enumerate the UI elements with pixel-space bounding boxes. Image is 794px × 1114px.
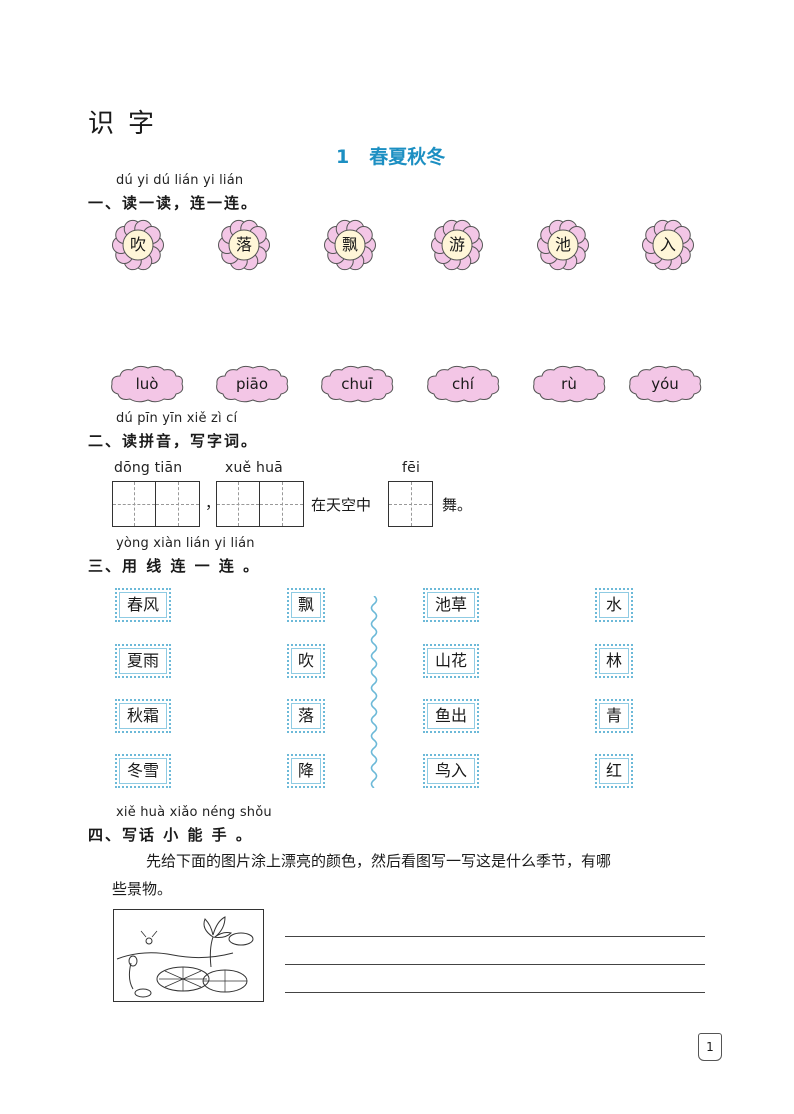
writing-grid-3[interactable]: [388, 481, 433, 527]
match-box-col2[interactable]: 落: [287, 699, 325, 733]
cloud-label: luò: [135, 375, 159, 393]
flower-icon: [324, 219, 376, 271]
match-box-col2[interactable]: 吹: [287, 644, 325, 678]
cloud-icon: [216, 365, 289, 403]
cloud-icon: [629, 365, 702, 403]
cloud-pinyin[interactable]: rù: [530, 364, 608, 404]
lesson-number: 1: [336, 146, 350, 168]
section-heading: 识字: [88, 109, 169, 139]
match-box-col4[interactable]: 红: [595, 754, 633, 788]
grid-cell[interactable]: [113, 482, 156, 526]
writing-grid-2[interactable]: [216, 481, 304, 527]
writing-line-1[interactable]: [285, 936, 705, 937]
writing-grid-1[interactable]: [112, 481, 200, 527]
q2-pinyin: dú pīn yīn xiě zì cí: [116, 411, 238, 426]
q4-title: 四、写话 小 能 手 。: [88, 826, 253, 844]
cloud-icon: [533, 365, 606, 403]
wavy-divider: [370, 596, 378, 788]
flower-icon: [431, 219, 483, 271]
q1-pinyin: dú yi dú lián yi lián: [116, 173, 244, 188]
cloud-pinyin[interactable]: chuī: [318, 364, 396, 404]
flower-label: 飘: [341, 235, 358, 254]
flower-character[interactable]: 飘: [324, 219, 376, 271]
cloud-pinyin[interactable]: luò: [108, 364, 186, 404]
match-box-col2[interactable]: 飘: [287, 588, 325, 622]
writing-line-2[interactable]: [285, 964, 705, 965]
q2-pinyin-3: fēi: [402, 460, 421, 476]
match-box-col1[interactable]: 夏雨: [115, 644, 171, 678]
q4-pinyin: xiě huà xiǎo néng shǒu: [116, 805, 272, 820]
q4-instruction-line-2: 些景物。: [112, 880, 173, 898]
cloud-pinyin[interactable]: yóu: [626, 364, 704, 404]
match-box-col3[interactable]: 鸟入: [423, 754, 479, 788]
flower-label: 落: [235, 235, 252, 254]
match-box-col3[interactable]: 池草: [423, 588, 479, 622]
cloud-icon: [427, 365, 500, 403]
flower-label: 入: [659, 235, 676, 254]
flower-character[interactable]: 落: [218, 219, 270, 271]
flower-icon: [537, 219, 589, 271]
flower-character[interactable]: 游: [431, 219, 483, 271]
cloud-label: rù: [561, 375, 577, 393]
cloud-label: piāo: [235, 375, 269, 393]
cloud-icon: [111, 365, 184, 403]
match-box-col1[interactable]: 春风: [115, 588, 171, 622]
grid-cell[interactable]: [217, 482, 260, 526]
lotus-pond-picture: [113, 909, 264, 1002]
flower-character[interactable]: 池: [537, 219, 589, 271]
q2-end-text: 舞。: [442, 496, 473, 514]
q3-pinyin: yòng xiàn lián yi lián: [116, 536, 255, 551]
match-box-col4[interactable]: 水: [595, 588, 633, 622]
cloud-pinyin[interactable]: piāo: [213, 364, 291, 404]
cloud-icon: [321, 365, 394, 403]
match-box-col1[interactable]: 秋霜: [115, 699, 171, 733]
match-box-col3[interactable]: 鱼出: [423, 699, 479, 733]
cloud-label: yóu: [651, 375, 679, 393]
flower-icon: [218, 219, 270, 271]
page-number: 1: [698, 1033, 722, 1061]
match-box-col2[interactable]: 降: [287, 754, 325, 788]
match-box-col4[interactable]: 青: [595, 699, 633, 733]
q2-title: 二、读拼音，写字词。: [88, 432, 259, 450]
writing-line-3[interactable]: [285, 992, 705, 993]
flower-icon: [642, 219, 694, 271]
q4-instruction-line-1: 先给下面的图片涂上漂亮的颜色，然后看图写一写这是什么季节，有哪: [146, 852, 612, 870]
q1-title: 一、读一读，连一连。: [88, 194, 259, 212]
flower-character[interactable]: 吹: [112, 219, 164, 271]
cloud-pinyin[interactable]: chí: [424, 364, 502, 404]
flower-label: 吹: [129, 235, 146, 254]
q2-mid-text: 在天空中: [311, 496, 372, 514]
match-box-col4[interactable]: 林: [595, 644, 633, 678]
grid-cell[interactable]: [389, 482, 432, 526]
lesson-title: 1 春夏秋冬: [336, 142, 445, 169]
flower-label: 池: [554, 235, 571, 254]
q2-pinyin-2: xuě huā: [225, 460, 283, 476]
grid-cell[interactable]: [260, 482, 303, 526]
cloud-label: chí: [452, 375, 474, 393]
flower-character[interactable]: 入: [642, 219, 694, 271]
q2-pinyin-1: dōng tiān: [114, 460, 183, 476]
match-box-col1[interactable]: 冬雪: [115, 754, 171, 788]
lesson-title-text: 春夏秋冬: [369, 146, 446, 168]
match-box-col3[interactable]: 山花: [423, 644, 479, 678]
flower-label: 游: [448, 235, 465, 254]
q3-title: 三、用 线 连 一 连 。: [88, 557, 261, 575]
grid-cell[interactable]: [156, 482, 199, 526]
cloud-label: chuī: [341, 375, 373, 393]
flower-icon: [112, 219, 164, 271]
